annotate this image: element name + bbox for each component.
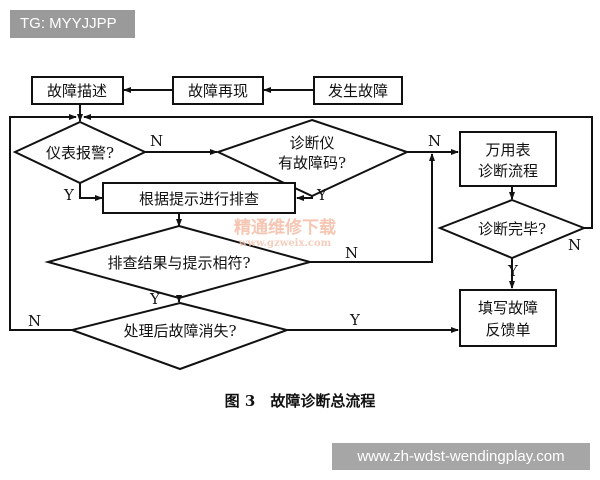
text-fault-describe: 故障描述 bbox=[47, 82, 107, 100]
watermark-cn: 精通维修下载 bbox=[234, 217, 336, 238]
label-done-yes: Y bbox=[507, 262, 519, 280]
label-scanner-no: N bbox=[428, 132, 441, 150]
label-scanner-yes: Y bbox=[316, 186, 328, 204]
text-fault-occurs: 发生故障 bbox=[328, 82, 388, 100]
label-gone-yes: Y bbox=[349, 311, 361, 329]
label-alarm-no: N bbox=[150, 132, 163, 150]
text-check-by-hint: 根据提示进行排查 bbox=[139, 190, 259, 208]
label-result-yes: Y bbox=[149, 290, 161, 308]
text-feedback-2: 反馈单 bbox=[485, 321, 530, 339]
tag-label: TG: MYYJJPP bbox=[10, 10, 135, 38]
box-feedback bbox=[459, 289, 557, 347]
arrow-result-no bbox=[310, 153, 435, 263]
text-multimeter-1: 万用表 bbox=[485, 141, 530, 159]
box-check-by-hint bbox=[102, 182, 296, 214]
text-scanner-2: 有故障码? bbox=[278, 154, 346, 172]
text-feedback-1: 填写故障 bbox=[478, 299, 538, 317]
label-alarm-yes: Y bbox=[63, 186, 75, 204]
diamond-fault-gone bbox=[68, 301, 291, 371]
watermark-site: www.gzweix.com bbox=[238, 238, 332, 249]
text-result-match: 排查结果与提示相符? bbox=[107, 254, 250, 272]
loop-left bbox=[9, 114, 77, 331]
box-multimeter bbox=[459, 131, 557, 187]
figure-caption: 图 3 故障诊断总流程 bbox=[225, 392, 376, 410]
label-gone-no: N bbox=[28, 312, 41, 330]
text-multimeter-2: 诊断流程 bbox=[478, 162, 538, 180]
text-diag-done: 诊断完毕? bbox=[478, 220, 546, 238]
box-fault-occurs bbox=[313, 76, 403, 105]
loop-right bbox=[83, 114, 593, 229]
text-fault-reproduce: 故障再现 bbox=[188, 82, 248, 100]
text-meter-alarm: 仪表报警? bbox=[46, 144, 114, 162]
text-fault-gone: 处理后故障消失? bbox=[123, 322, 236, 340]
label-result-no: N bbox=[345, 244, 358, 262]
label-done-no: N bbox=[568, 236, 581, 254]
url-label: www.zh-wdst-wendingplay.com bbox=[332, 443, 590, 470]
arrow-alarm-yes bbox=[79, 183, 103, 201]
text-scanner-1: 诊断仪 bbox=[289, 134, 334, 152]
box-fault-describe bbox=[31, 76, 124, 105]
arrow-scanner-yes bbox=[296, 195, 313, 201]
